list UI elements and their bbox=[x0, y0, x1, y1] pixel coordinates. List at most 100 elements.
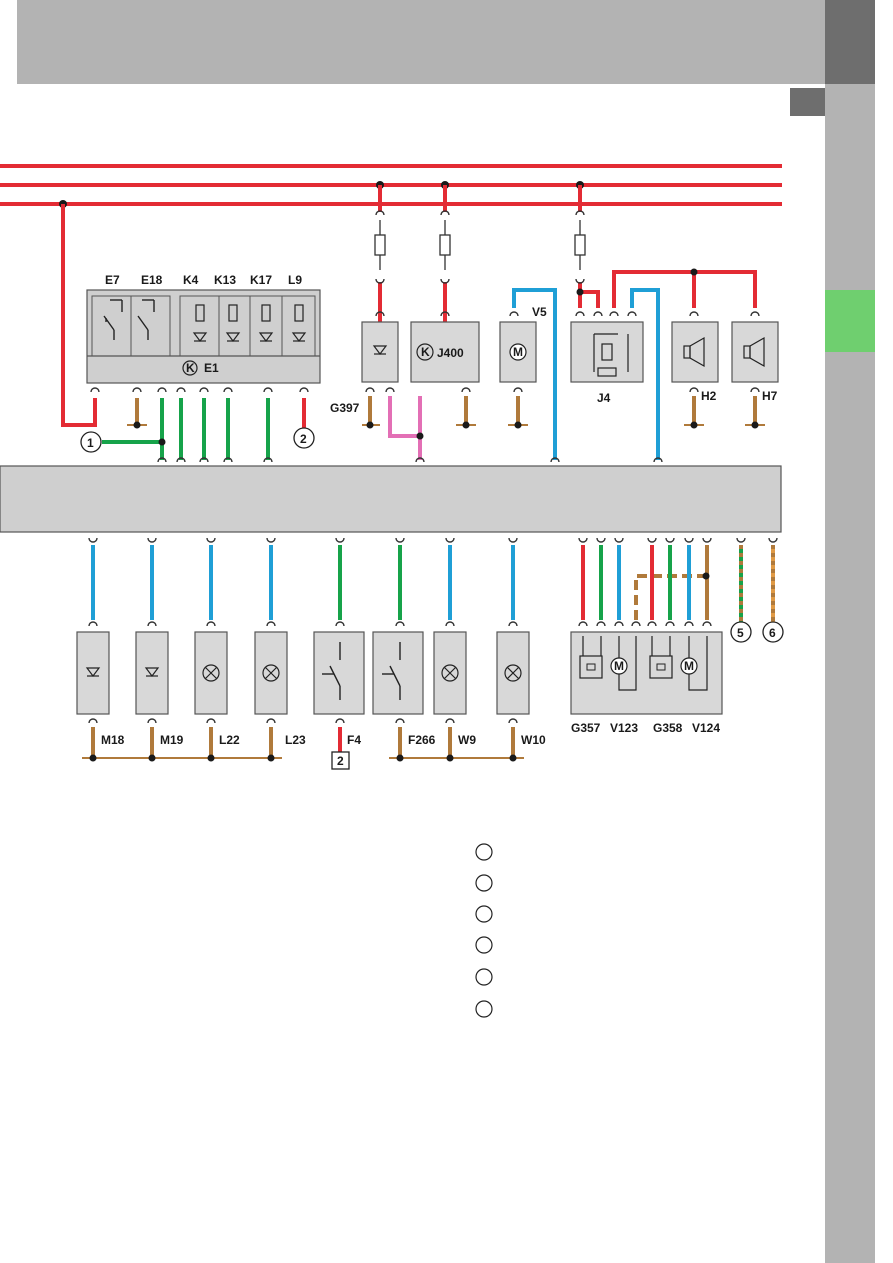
legend-item bbox=[475, 968, 493, 986]
f4-label: F4 bbox=[347, 733, 361, 747]
bus-bottom-connectors bbox=[88, 537, 778, 543]
w10-label: W10 bbox=[521, 733, 546, 747]
e1-label: E1 bbox=[204, 361, 219, 375]
g397-component[interactable]: G397 bbox=[330, 321, 399, 415]
legend-item bbox=[475, 1000, 493, 1018]
connector-5[interactable]: 5 bbox=[730, 621, 752, 643]
j4-component[interactable]: J4 bbox=[570, 321, 644, 405]
j4-wires bbox=[578, 270, 757, 460]
g357-label: G357 bbox=[571, 721, 601, 735]
g397-label: G397 bbox=[330, 401, 360, 415]
ground-dot bbox=[514, 421, 522, 429]
w9-component[interactable] bbox=[433, 631, 467, 715]
indicator-k4-icon bbox=[192, 304, 208, 342]
f266-label: F266 bbox=[408, 733, 436, 747]
junction-dot bbox=[702, 572, 710, 580]
connector-6[interactable]: 6 bbox=[762, 621, 784, 643]
indicator-k17-icon bbox=[258, 304, 274, 342]
ground-rails-bottom bbox=[82, 754, 524, 762]
chapter-tab[interactable] bbox=[825, 290, 875, 352]
l22-label: L22 bbox=[219, 733, 240, 747]
fuse-connectors bbox=[375, 210, 585, 284]
side-strip bbox=[825, 84, 875, 1263]
legend bbox=[475, 843, 493, 1018]
ground-dot bbox=[462, 421, 470, 429]
junction-dot bbox=[576, 288, 584, 296]
l23-label: L23 bbox=[285, 733, 306, 747]
j400-wires bbox=[418, 396, 468, 436]
v5-label: V5 bbox=[532, 305, 547, 319]
m19-label: M19 bbox=[160, 733, 184, 747]
legend-item bbox=[475, 936, 493, 954]
bus-top-connectors bbox=[157, 457, 663, 463]
g358-label: G358 bbox=[653, 721, 683, 735]
control-unit-bar[interactable] bbox=[0, 465, 782, 533]
j400-label: J400 bbox=[437, 346, 464, 360]
e1-pin-connectors bbox=[90, 387, 309, 393]
svg-text:1: 1 bbox=[87, 436, 94, 450]
h2-component[interactable]: H2 bbox=[671, 321, 719, 403]
e1-sub-label: K17 bbox=[250, 273, 272, 287]
v5-wires bbox=[512, 288, 557, 460]
ground-dot bbox=[690, 421, 698, 429]
j4-label: J4 bbox=[597, 391, 611, 405]
h7-label: H7 bbox=[762, 389, 778, 403]
m18-component[interactable] bbox=[76, 631, 110, 715]
g397-wires bbox=[368, 396, 422, 460]
svg-text:2: 2 bbox=[337, 754, 344, 768]
j400-component[interactable]: K J400 bbox=[410, 321, 480, 383]
svg-text:M: M bbox=[684, 659, 694, 673]
f266-component[interactable] bbox=[372, 631, 424, 715]
ground-dot bbox=[133, 421, 141, 429]
svg-text:6: 6 bbox=[769, 626, 776, 640]
h7-component[interactable]: H7 bbox=[731, 321, 779, 403]
e1-sub-label: E18 bbox=[141, 273, 163, 287]
e1-module[interactable]: K E1 bbox=[86, 289, 321, 384]
l22-component[interactable] bbox=[194, 631, 228, 715]
legend-item bbox=[475, 905, 493, 923]
svg-text:K: K bbox=[421, 345, 430, 359]
junction-dot bbox=[416, 432, 424, 440]
e1-sub-label: K4 bbox=[183, 273, 199, 287]
svg-text:5: 5 bbox=[737, 626, 744, 640]
switch-e18-icon bbox=[137, 299, 155, 340]
page-marker bbox=[790, 88, 825, 116]
w9-label: W9 bbox=[458, 733, 476, 747]
e1-symbol: K bbox=[186, 361, 195, 375]
fuse-g397 bbox=[374, 185, 386, 322]
e1-feed-wire bbox=[61, 204, 97, 427]
e1-sub-label: E7 bbox=[105, 273, 120, 287]
svg-text:M: M bbox=[513, 345, 523, 359]
indicator-k13-icon bbox=[225, 304, 241, 342]
svg-text:M: M bbox=[614, 659, 624, 673]
legend-item bbox=[475, 843, 493, 861]
indicator-l9-icon bbox=[291, 304, 307, 342]
supply-rails bbox=[0, 164, 782, 206]
e1-sub-labels: E7 E18 K4 K13 K17 L9 bbox=[105, 273, 302, 287]
reference-box-2[interactable]: 2 bbox=[331, 751, 350, 770]
lower-wires bbox=[91, 545, 775, 622]
v124-label: V124 bbox=[692, 721, 720, 735]
m18-label: M18 bbox=[101, 733, 125, 747]
e1-sub-label: K13 bbox=[214, 273, 236, 287]
bottom-labels: M18 M19 L22 L23 F4 F266 W9 W10 G357 V123… bbox=[101, 721, 720, 747]
h2-label: H2 bbox=[701, 389, 717, 403]
ground-wires-bottom bbox=[91, 727, 515, 758]
e1-output-wires bbox=[102, 398, 306, 460]
svg-text:2: 2 bbox=[300, 432, 307, 446]
f4-component[interactable] bbox=[313, 631, 365, 715]
fuse-j400 bbox=[439, 185, 451, 322]
l23-component[interactable] bbox=[254, 631, 288, 715]
wiper-module[interactable]: M M bbox=[570, 631, 723, 715]
e1-symbol-icon bbox=[182, 360, 198, 376]
corner-block bbox=[825, 0, 875, 84]
connector-1[interactable]: 1 bbox=[80, 431, 102, 453]
w10-component[interactable] bbox=[496, 631, 530, 715]
junction-dot bbox=[158, 438, 166, 446]
junction-dot bbox=[690, 268, 698, 276]
v5-component[interactable]: M V5 bbox=[499, 305, 547, 383]
ground-dot bbox=[366, 421, 374, 429]
m19-component[interactable] bbox=[135, 631, 169, 715]
connector-2[interactable]: 2 bbox=[293, 427, 315, 449]
